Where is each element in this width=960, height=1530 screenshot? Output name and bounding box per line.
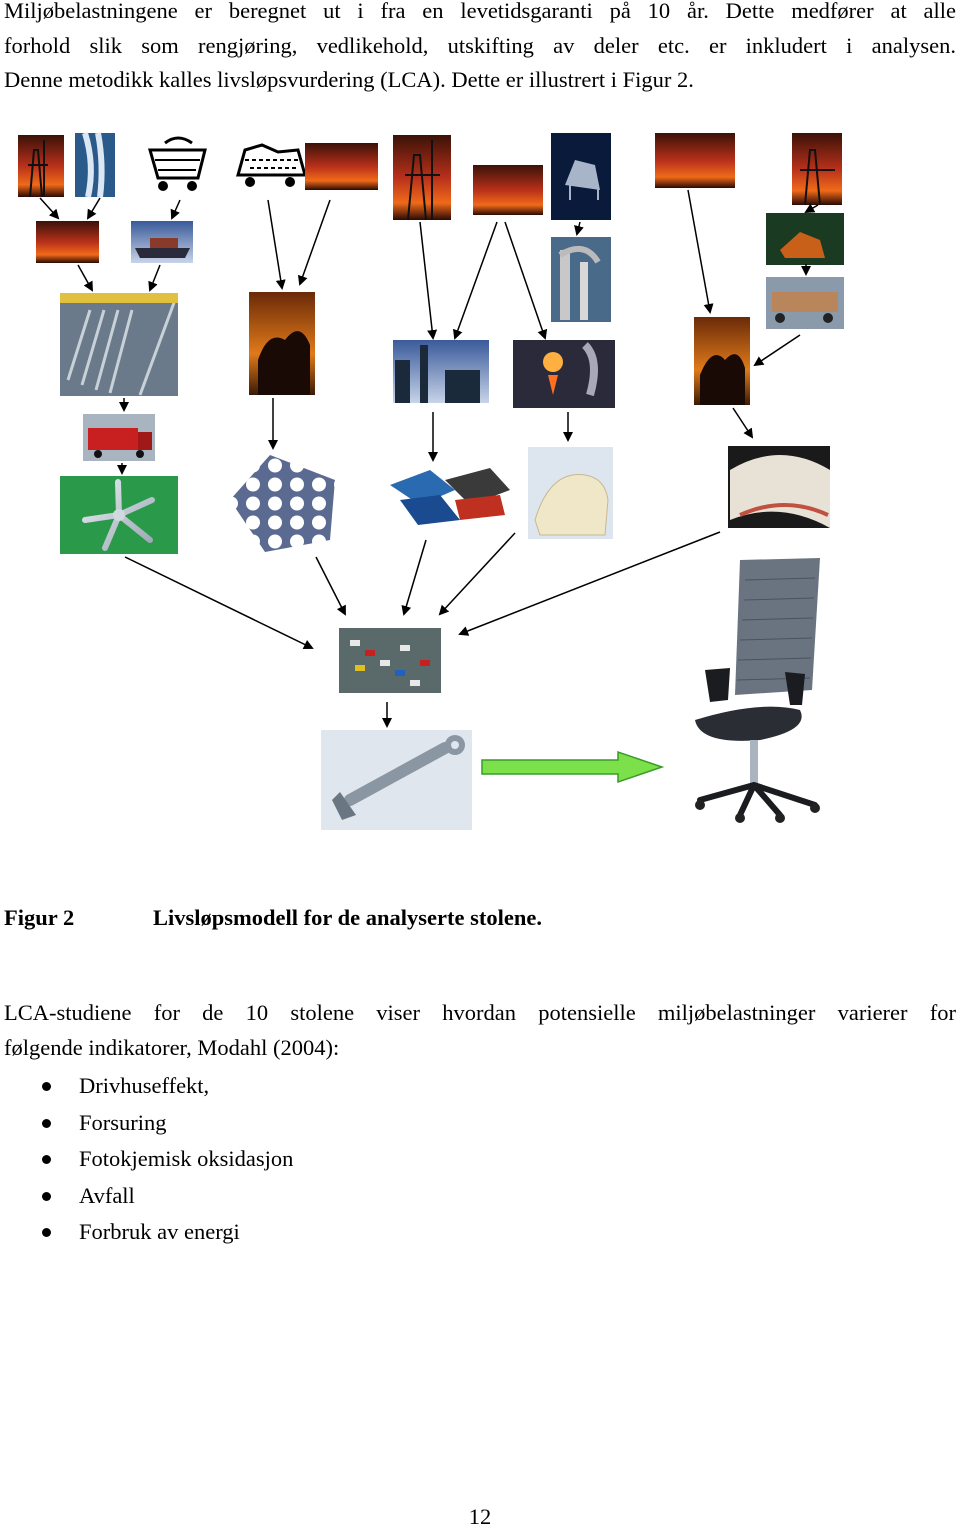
sunset-image bbox=[305, 143, 378, 190]
aluminium-factory-image bbox=[60, 293, 178, 396]
traffic-image bbox=[339, 628, 441, 693]
wrench-image bbox=[321, 730, 472, 830]
industrial-smoke-image bbox=[249, 292, 315, 395]
flow-arrows bbox=[39, 189, 819, 728]
list-item: Forsuring bbox=[0, 1105, 293, 1142]
truck-image bbox=[83, 414, 155, 461]
textile-fabric-image bbox=[728, 446, 830, 528]
industrial-smoke-image bbox=[694, 317, 750, 405]
oil-rig-image bbox=[792, 133, 842, 206]
list-item: Avfall bbox=[0, 1178, 293, 1215]
lca-line: følgende indikatorer, Modahl (2004): bbox=[4, 1034, 340, 1060]
bullet-icon bbox=[42, 1118, 51, 1128]
indicator-list: Drivhuseffekt, Forsuring Fotokjemisk oks… bbox=[0, 1068, 293, 1251]
bullet-icon bbox=[42, 1082, 51, 1091]
perforated-mesh-image bbox=[230, 455, 335, 552]
indicator-label: Avfall bbox=[79, 1182, 135, 1208]
bullet-icon bbox=[42, 1191, 51, 1201]
page-number: 12 bbox=[468, 1504, 492, 1529]
intro-line: forhold slik som rengjøring, vedlikehold… bbox=[4, 32, 956, 58]
list-item: Fotokjemisk oksidasjon bbox=[0, 1141, 293, 1178]
sunset-image bbox=[36, 221, 99, 263]
indicator-label: Fotokjemisk oksidasjon bbox=[79, 1146, 294, 1172]
lca-line: LCA-studiene for de 10 stolene viser hvo… bbox=[4, 1000, 956, 1025]
caption-text: Livsløpsmodell for de analyserte stolene… bbox=[153, 905, 542, 930]
oil-platform-image bbox=[551, 133, 611, 220]
lca-paragraph: LCA-studiene for de 10 stolene viser hvo… bbox=[4, 996, 956, 1065]
chair-base-image bbox=[60, 476, 178, 554]
steel-mill-image bbox=[513, 340, 615, 408]
intro-line: Miljøbelastningene er beregnet ut i fra … bbox=[4, 0, 956, 23]
lifecycle-diagram bbox=[18, 132, 844, 830]
list-item: Forbruk av energi bbox=[0, 1214, 293, 1251]
intro-paragraph: Miljøbelastningene er beregnet ut i fra … bbox=[4, 0, 956, 98]
forest-harvester-image bbox=[766, 213, 844, 265]
indicator-label: Forsuring bbox=[79, 1109, 167, 1135]
bullet-icon bbox=[42, 1228, 51, 1238]
lifecycle-figure bbox=[0, 125, 960, 855]
oil-rig-image bbox=[393, 135, 451, 221]
caption-label: Figur 2 bbox=[4, 905, 75, 930]
refinery-image bbox=[393, 340, 489, 403]
indicator-label: Forbruk av energi bbox=[79, 1219, 240, 1245]
use-phase-arrow bbox=[481, 750, 665, 784]
pipeline-image bbox=[551, 237, 611, 322]
mining-machine-icon bbox=[236, 143, 307, 187]
plastic-parts-image bbox=[390, 468, 510, 525]
office-chair-image bbox=[695, 558, 820, 823]
oil-rig-image bbox=[18, 135, 64, 198]
bullet-icon bbox=[42, 1155, 51, 1165]
sunset-image bbox=[655, 133, 735, 188]
timber-truck-image bbox=[766, 277, 844, 329]
foam-cushion-image bbox=[528, 447, 613, 539]
cargo-ship-image bbox=[131, 221, 193, 263]
waterfall-image bbox=[75, 132, 115, 198]
sunset-image bbox=[473, 165, 543, 215]
mining-cart-icon bbox=[148, 136, 207, 191]
intro-line: Denne metodikk kalles livsløpsvurdering … bbox=[4, 67, 694, 92]
list-item: Drivhuseffekt, bbox=[0, 1068, 293, 1105]
indicator-label: Drivhuseffekt, bbox=[79, 1073, 210, 1098]
